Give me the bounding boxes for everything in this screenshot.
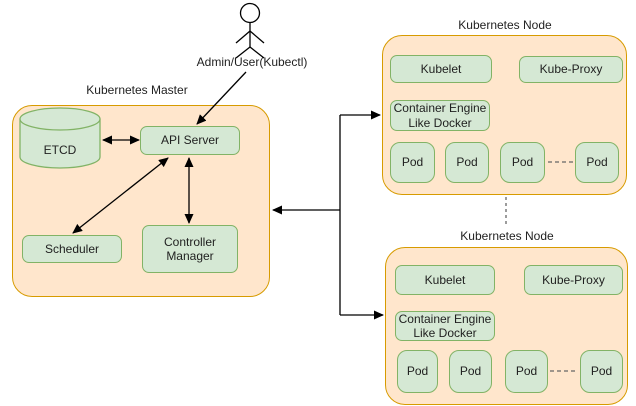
node-1-pod-box: Pod <box>445 142 489 183</box>
scheduler-box: Scheduler <box>22 235 122 263</box>
node-1-pod-box: Pod <box>575 142 619 183</box>
actor-label: Admin/User(Kubectl) <box>196 55 308 69</box>
node-2-container-engine-box: Container Engine Like Docker <box>395 311 495 341</box>
node-2-pod-box: Pod <box>449 350 492 393</box>
node-2-kube-proxy-box: Kube-Proxy <box>524 265 623 295</box>
node-1-pod-box: Pod <box>500 142 545 183</box>
node-2-pod-box: Pod <box>580 350 623 393</box>
node-1-title: Kubernetes Node <box>458 18 552 32</box>
node-2-kubelet-box: Kubelet <box>395 265 495 295</box>
node-1-kubelet-box: Kubelet <box>390 55 492 83</box>
master-title: Kubernetes Master <box>86 83 188 97</box>
api-server-box: API Server <box>140 126 240 155</box>
node-1-pod-box: Pod <box>390 142 435 183</box>
node-1-kube-proxy-box: Kube-Proxy <box>519 56 623 83</box>
node-2-pod-box: Pod <box>505 350 548 393</box>
controller-manager-box: Controller Manager <box>142 225 238 273</box>
etcd-label: ETCD <box>43 143 77 157</box>
node-2-pod-box: Pod <box>397 350 438 393</box>
node-1-container-engine-box: Container Engine Like Docker <box>390 100 490 131</box>
node-2-title: Kubernetes Node <box>460 229 554 243</box>
actor-icon <box>235 2 265 59</box>
